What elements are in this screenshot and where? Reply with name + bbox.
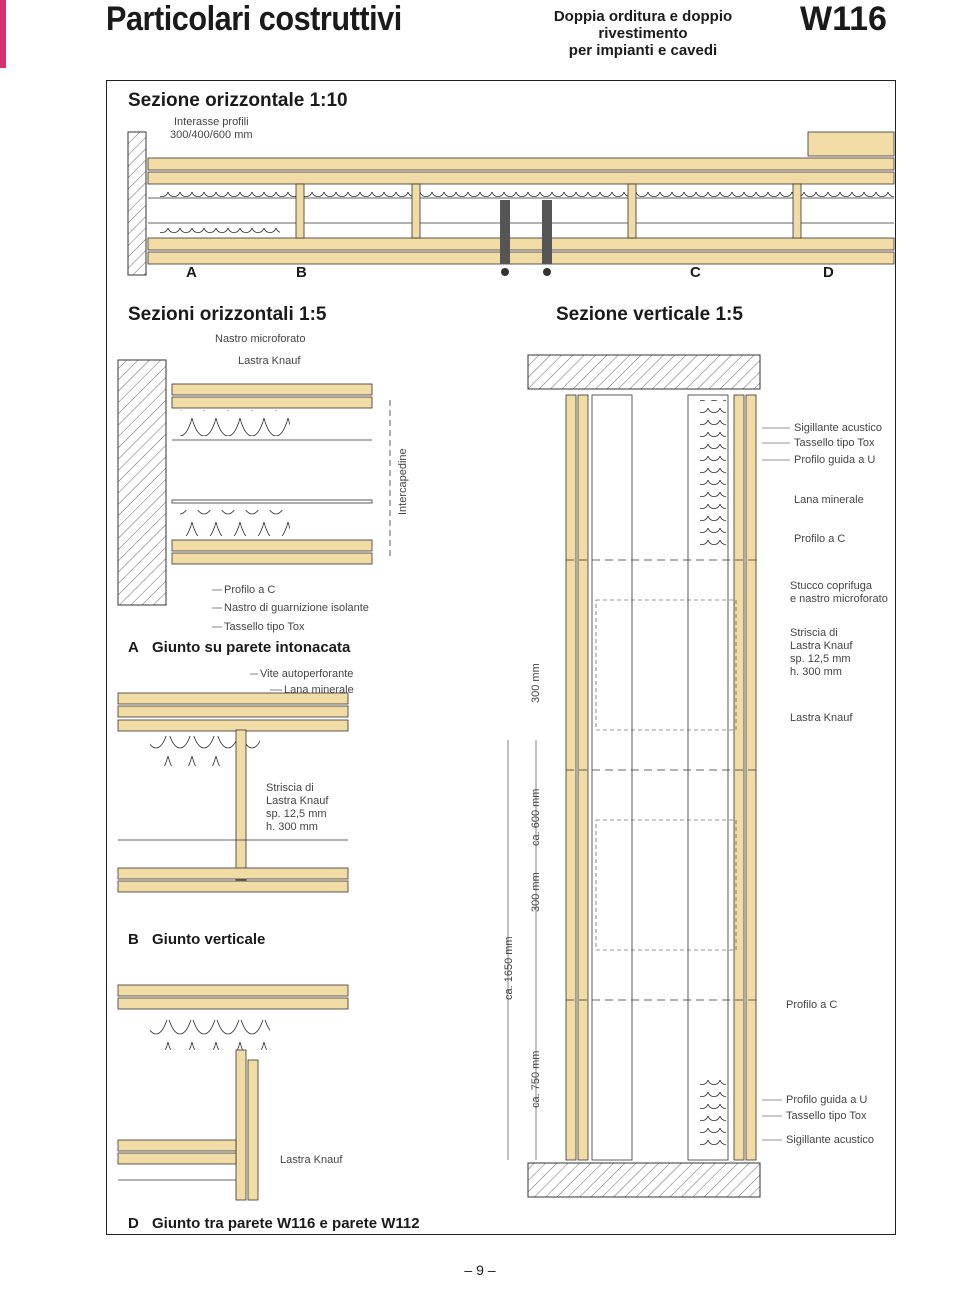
letter-c: C	[690, 264, 701, 281]
joint-a-letter: A	[128, 639, 139, 656]
label-profilo-c-r: Profilo a C	[794, 533, 846, 545]
leader-lines	[212, 427, 790, 1141]
joint-d-drawing	[117, 984, 349, 1201]
joint-d-text: Giunto tra parete W116 e parete W112	[152, 1215, 420, 1232]
joint-b-title: B Giunto verticale	[128, 931, 265, 948]
joint-d-letter: D	[128, 1215, 139, 1232]
striscia-r-line-2: Lastra Knauf	[790, 640, 853, 652]
subtitle-line-2: per impianti e cavedi	[568, 42, 718, 59]
stucco-line-1: Stucco coprifuga	[790, 580, 872, 592]
label-lastra-bottom: Lastra Knauf	[280, 1154, 343, 1166]
label-tassello: Tassello tipo Tox	[224, 621, 305, 633]
joint-b-letter: B	[128, 931, 139, 948]
note-line-1: Interasse profili	[173, 116, 249, 128]
joint-a-text: Giunto su parete intonacata	[152, 639, 351, 656]
label-stucco: Stucco coprifuga e nastro microforato	[790, 580, 888, 606]
label-striscia-r: Striscia di Lastra Knauf sp. 12,5 mm h. …	[790, 627, 852, 679]
joint-d-title: D Giunto tra parete W116 e parete W112	[128, 1215, 420, 1232]
dim-750: ca. 750 mm	[530, 1050, 542, 1108]
joint-a-drawing	[117, 359, 391, 606]
label-sigillante: Sigillante acustico	[794, 422, 883, 434]
right-section-title: Sezione verticale 1:5	[556, 304, 743, 325]
label-tassello2: Tassello tipo Tox	[786, 1110, 867, 1122]
label-profilo-c2: Profilo a C	[786, 999, 838, 1011]
accent-bar	[0, 0, 6, 68]
label-striscia: Striscia di Lastra Knauf sp. 12,5 mm h. …	[266, 782, 328, 834]
label-vite: Vite autoperforante	[260, 668, 354, 680]
letter-b: B	[296, 264, 307, 281]
dim-300-b: 300 mm	[530, 872, 542, 912]
letter-d: D	[823, 264, 834, 281]
label-nastro: Nastro microforato	[215, 333, 306, 345]
drawing-frame	[106, 80, 896, 1235]
left-section-title: Sezioni orizzontali 1:5	[128, 304, 327, 325]
top-section-note: Interasse profili 300/400/600 mm	[170, 116, 253, 142]
stucco-line-2: e nastro microforato	[790, 593, 888, 605]
page-title: Particolari costruttivi	[106, 0, 402, 38]
striscia-line-1: Striscia di	[266, 782, 314, 794]
striscia-r-line-4: h. 300 mm	[790, 666, 842, 678]
top-section-drawing	[127, 131, 895, 276]
striscia-line-2: Lastra Knauf	[266, 795, 329, 807]
label-lastra: Lastra Knauf	[238, 355, 301, 367]
joint-b-drawing	[117, 692, 349, 893]
dim-300-a: 300 mm	[530, 663, 542, 703]
subtitle-line-1: Doppia orditura e doppio rivestimento	[553, 8, 733, 42]
striscia-r-line-3: sp. 12,5 mm	[790, 653, 851, 665]
striscia-r-line-1: Striscia di	[790, 627, 838, 639]
label-intercapedine: Intercapedine	[397, 448, 409, 515]
joint-b-text: Giunto verticale	[152, 931, 266, 948]
page-subtitle: Doppia orditura e doppio rivestimento pe…	[508, 8, 778, 59]
label-tassello-r: Tassello tipo Tox	[794, 437, 875, 449]
label-nastro-guarnizione: Nastro di guarnizione isolante	[224, 602, 369, 614]
label-lastra-r: Lastra Knauf	[790, 712, 853, 724]
striscia-line-4: h. 300 mm	[266, 821, 318, 833]
label-sigillante2: Sigillante acustico	[786, 1134, 875, 1146]
letter-a: A	[186, 264, 197, 281]
top-section-title: Sezione orizzontale 1:10	[128, 90, 348, 111]
product-code: W116	[800, 0, 887, 38]
page-number: – 9 –	[464, 1262, 496, 1278]
dim-600: ca. 600 mm	[530, 788, 542, 846]
dim-1650: ca. 1650 mm	[503, 936, 515, 1000]
vertical-section-drawing	[507, 354, 761, 1198]
label-profilo-u: Profilo guida a U	[794, 454, 876, 466]
label-lana: Lana minerale	[284, 684, 354, 696]
label-profilo-c: Profilo a C	[224, 584, 276, 596]
striscia-line-3: sp. 12,5 mm	[266, 808, 327, 820]
label-lana-r: Lana minerale	[794, 494, 864, 506]
joint-a-title: A Giunto su parete intonacata	[128, 639, 350, 656]
label-profilo-u2: Profilo guida a U	[786, 1094, 868, 1106]
note-line-2: 300/400/600 mm	[170, 129, 253, 141]
